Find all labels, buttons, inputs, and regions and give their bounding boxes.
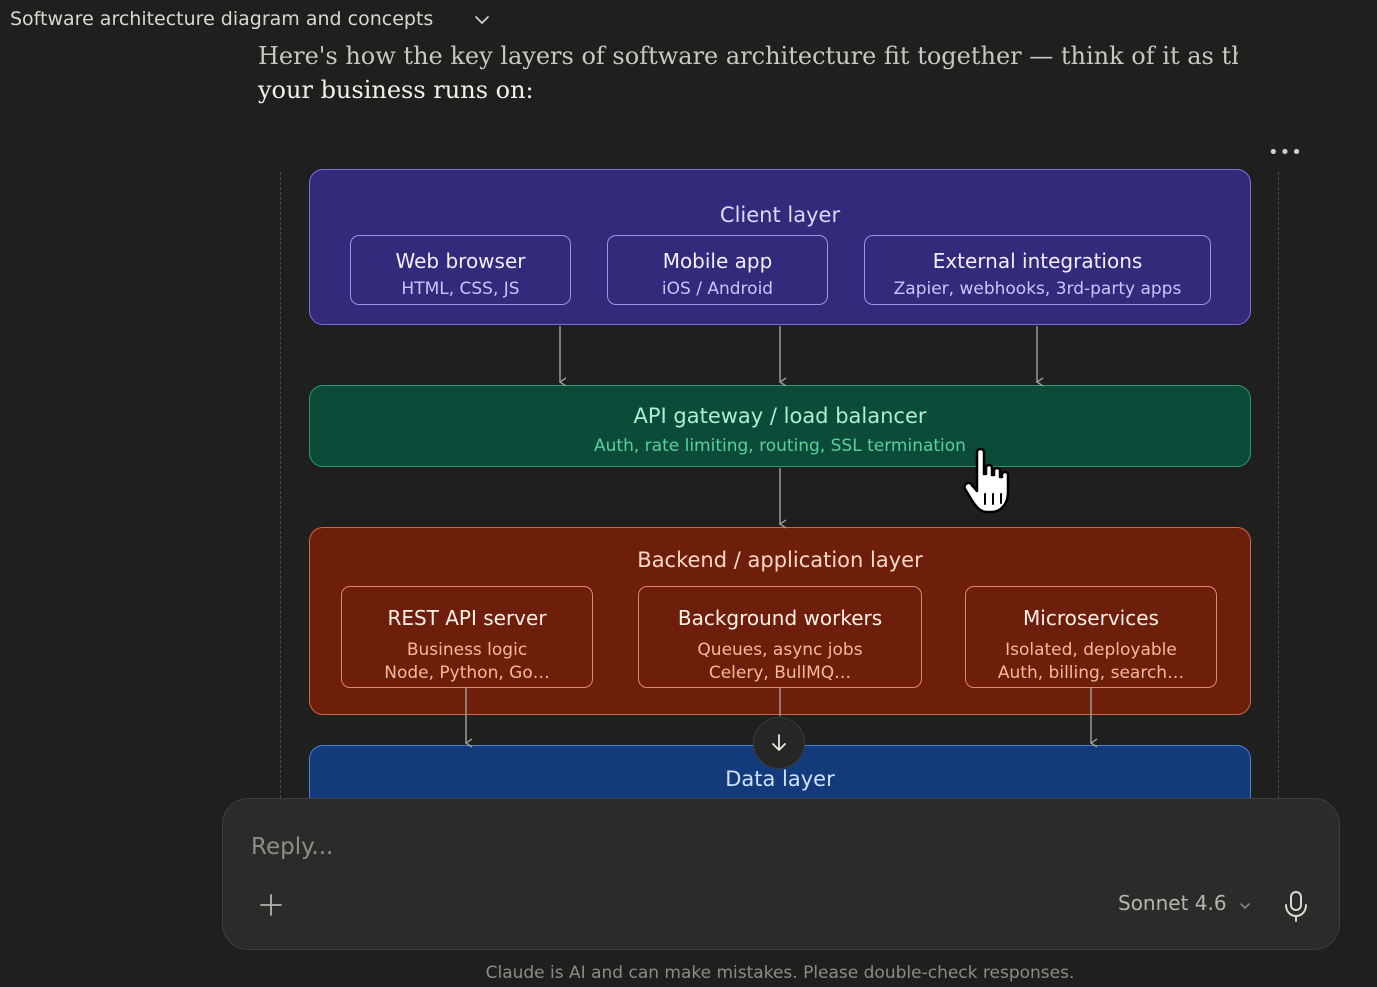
card-line-2: Celery, BullMQ… — [708, 663, 852, 683]
reply-input[interactable] — [251, 827, 1071, 867]
reply-composer: Sonnet 4.6 — [222, 798, 1340, 950]
intro-text-clipped: Here's how the key layers of software ar… — [258, 34, 1238, 74]
rest-api-server-card[interactable]: REST API server Business logic Node, Pyt… — [341, 586, 593, 688]
top-bar: Software architecture diagram and concep… — [0, 0, 1377, 42]
card-subtitle: iOS / Android — [661, 279, 774, 299]
diagram-frame-left — [280, 172, 281, 798]
chevron-down-icon — [1239, 902, 1250, 909]
microservices-card[interactable]: Microservices Isolated, deployable Auth,… — [965, 586, 1217, 688]
more-options-icon[interactable]: ••• — [1268, 142, 1303, 163]
card-line-2: Auth, billing, search… — [997, 663, 1185, 683]
background-workers-card[interactable]: Background workers Queues, async jobs Ce… — [638, 586, 922, 688]
client-layer: Client layer Web browser HTML, CSS, JS M… — [309, 169, 1251, 325]
card-title: Background workers — [677, 606, 883, 630]
card-subtitle: Zapier, webhooks, 3rd-party apps — [893, 279, 1182, 299]
web-browser-card[interactable]: Web browser HTML, CSS, JS — [350, 235, 571, 305]
card-line-1: Queues, async jobs — [697, 640, 863, 660]
intro-line-1: Here's how the key layers of software ar… — [258, 42, 1238, 70]
card-title: Microservices — [1023, 606, 1159, 630]
api-gateway-subtitle: Auth, rate limiting, routing, SSL termin… — [594, 436, 966, 456]
card-title: External integrations — [932, 249, 1143, 273]
model-label: Sonnet 4.6 — [1118, 891, 1227, 915]
api-gateway-title: API gateway / load balancer — [633, 404, 927, 428]
data-layer-title: Data layer — [725, 767, 835, 791]
card-title: Mobile app — [662, 249, 773, 273]
card-line-1: Isolated, deployable — [1005, 640, 1177, 660]
backend-layer-title: Backend / application layer — [637, 548, 923, 572]
card-title: REST API server — [387, 606, 547, 630]
card-line-2: Node, Python, Go… — [384, 663, 550, 683]
backend-layer: Backend / application layer REST API ser… — [309, 527, 1251, 715]
hand-pointer-icon — [963, 447, 1010, 514]
card-title: Web browser — [395, 249, 526, 273]
diagram-frame-right — [1278, 172, 1279, 798]
chevron-down-icon[interactable] — [472, 10, 492, 30]
model-selector[interactable]: Sonnet 4.6 — [1118, 891, 1252, 921]
card-subtitle: HTML, CSS, JS — [401, 279, 520, 299]
microphone-icon[interactable] — [1281, 889, 1311, 923]
intro-line-2: your business runs on: — [258, 76, 534, 104]
client-layer-title: Client layer — [719, 203, 841, 227]
card-line-1: Business logic — [406, 640, 528, 660]
chat-title[interactable]: Software architecture diagram and concep… — [10, 8, 434, 30]
mobile-app-card[interactable]: Mobile app iOS / Android — [607, 235, 828, 305]
arrow-down-icon — [772, 734, 786, 751]
external-integrations-card[interactable]: External integrations Zapier, webhooks, … — [864, 235, 1211, 305]
plus-icon[interactable] — [255, 889, 287, 921]
disclaimer: Claude is AI and can make mistakes. Plea… — [485, 963, 1075, 983]
scroll-to-bottom-button[interactable] — [753, 717, 805, 769]
api-gateway-layer[interactable]: API gateway / load balancer Auth, rate l… — [309, 385, 1251, 467]
